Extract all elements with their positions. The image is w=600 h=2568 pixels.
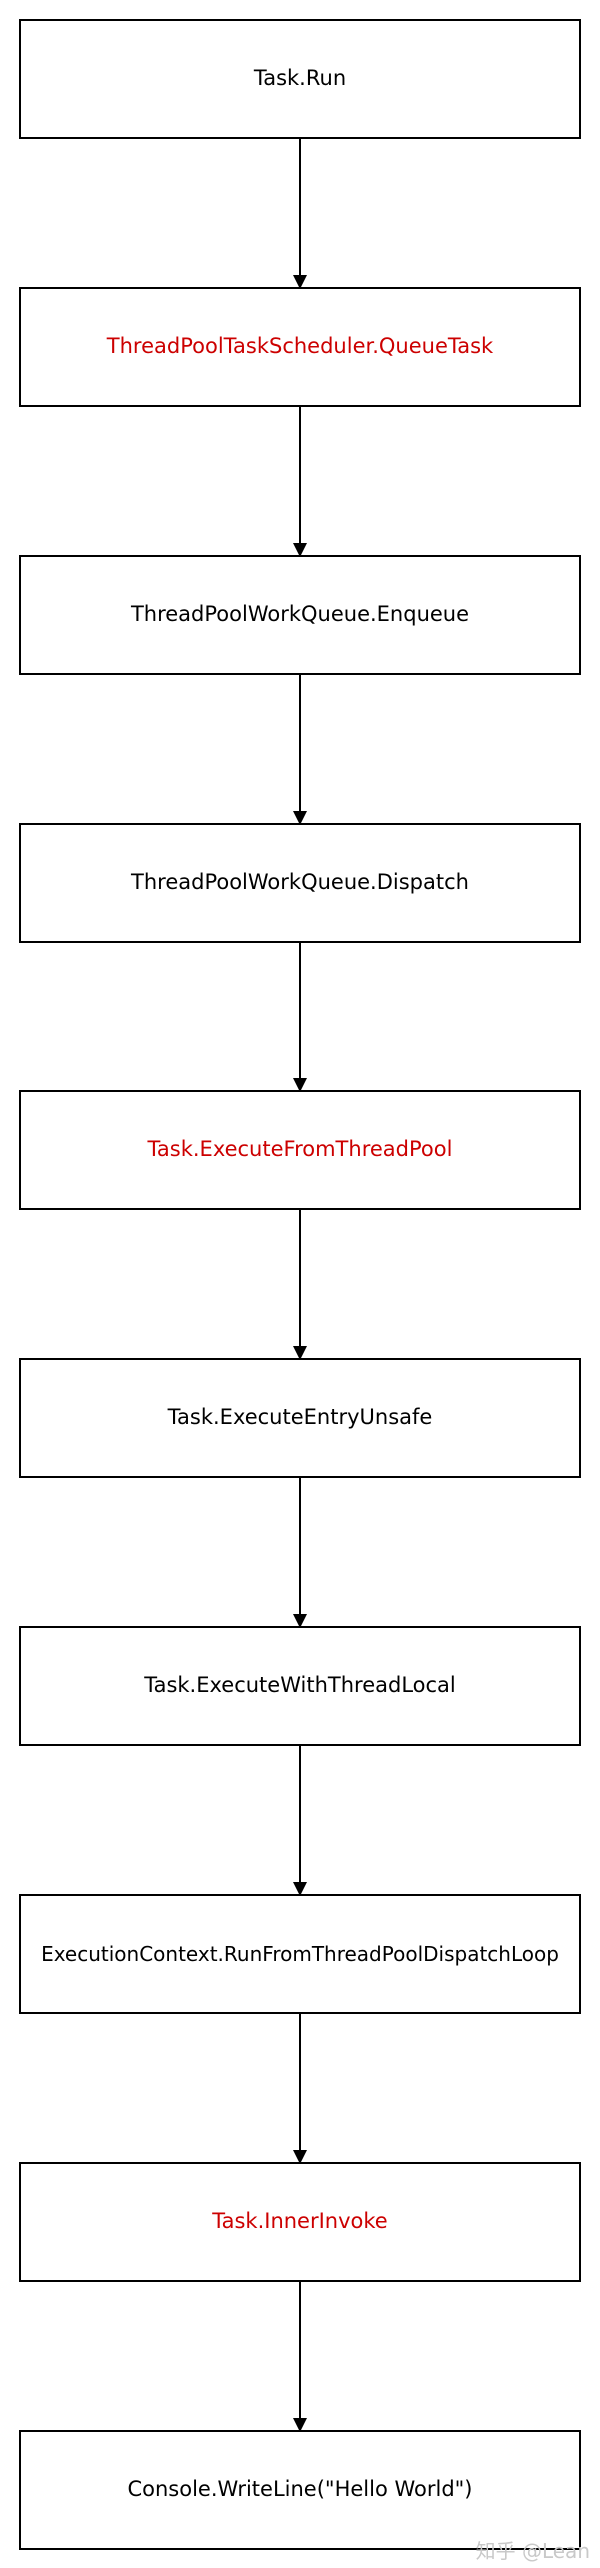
node-9: Task.InnerInvoke [19,2162,581,2282]
node-8: ExecutionContext.RunFromThreadPoolDispat… [19,1894,581,2014]
arrow-5-6 [293,1210,307,1360]
node-label: ThreadPoolWorkQueue.Enqueue [130,602,470,627]
arrow-1-2 [293,139,307,289]
node-label: ThreadPoolTaskScheduler.QueueTask [106,334,494,359]
arrow-3-4 [293,675,307,825]
node-label: Task.ExecuteWithThreadLocal [144,1673,456,1698]
node-1: Task.Run [19,19,581,139]
node-label: Task.InnerInvoke [212,2209,388,2234]
node-label: ExecutionContext.RunFromThreadPoolDispat… [41,1942,559,1966]
node-2: ThreadPoolTaskScheduler.QueueTask [19,287,581,407]
arrow-9-10 [293,2282,307,2432]
arrow-8-9 [293,2014,307,2164]
node-3: ThreadPoolWorkQueue.Enqueue [19,555,581,675]
node-5: Task.ExecuteFromThreadPool [19,1090,581,1210]
node-6: Task.ExecuteEntryUnsafe [19,1358,581,1478]
node-label: Task.ExecuteEntryUnsafe [167,1405,433,1430]
arrow-2-3 [293,407,307,557]
node-label: Task.ExecuteFromThreadPool [147,1137,453,1162]
arrow-7-8 [293,1746,307,1896]
node-10: Console.WriteLine("Hello World") [19,2430,581,2550]
node-label: Task.Run [253,66,347,91]
node-label: Console.WriteLine("Hello World") [127,2477,473,2502]
watermark: 知乎 @Lean [475,2539,590,2563]
node-label: ThreadPoolWorkQueue.Dispatch [131,870,469,895]
node-7: Task.ExecuteWithThreadLocal [19,1626,581,1746]
node-4: ThreadPoolWorkQueue.Dispatch [19,823,581,943]
arrow-4-5 [293,943,307,1092]
arrow-6-7 [293,1478,307,1628]
